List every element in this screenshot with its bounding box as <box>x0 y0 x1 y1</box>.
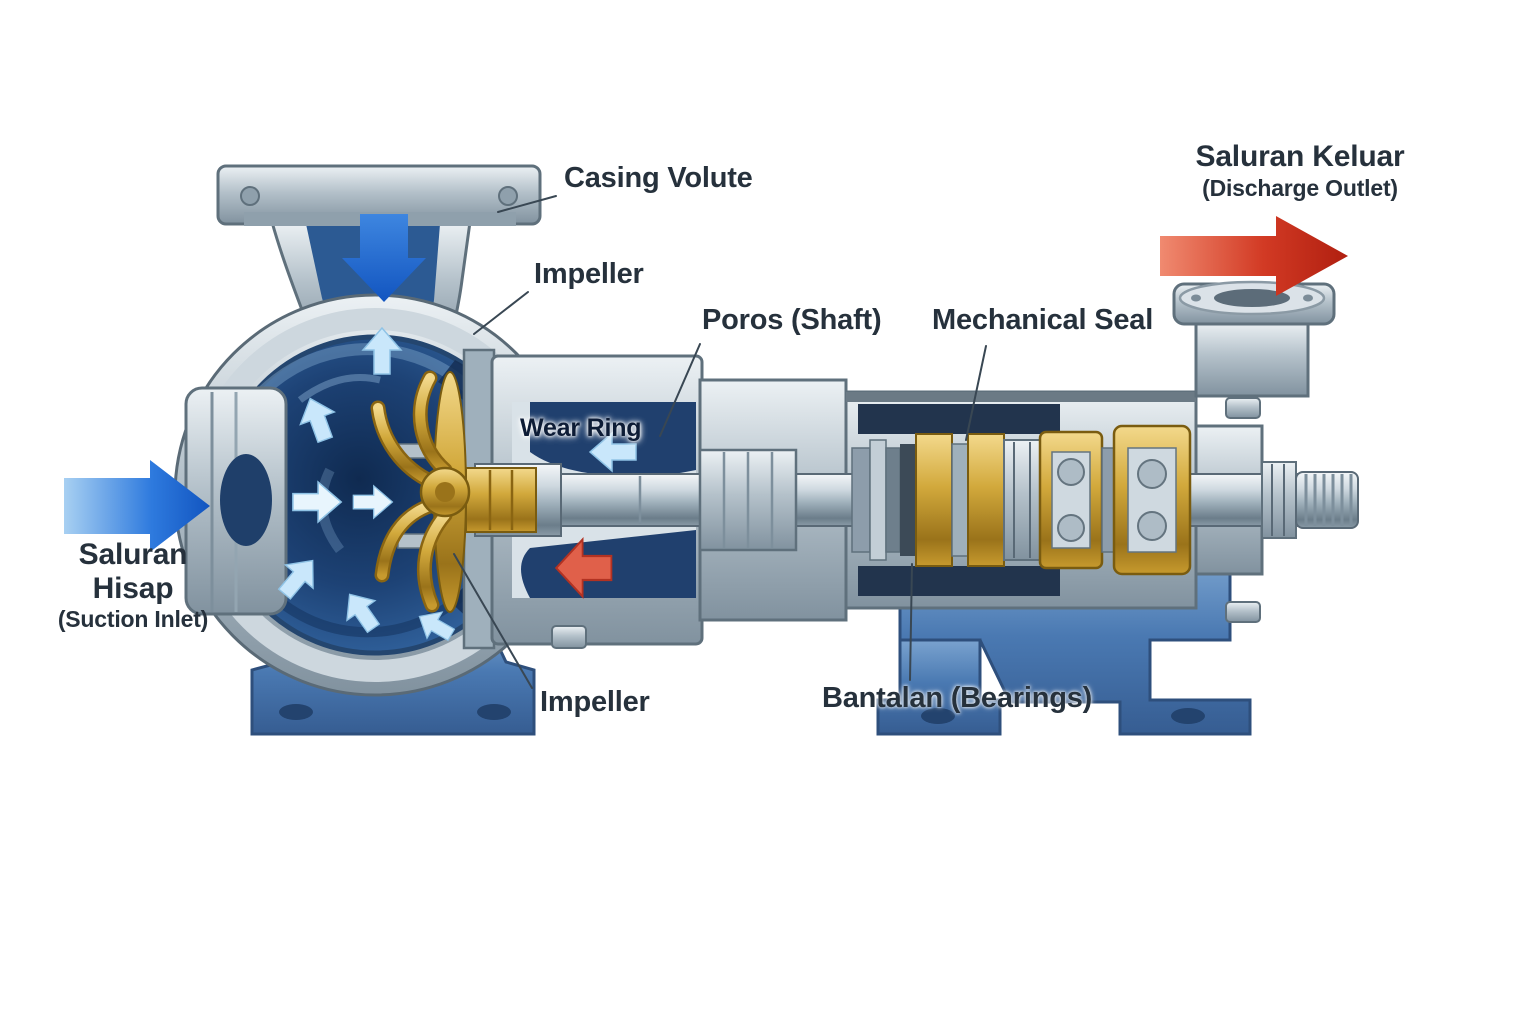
spline-ridges <box>1304 474 1353 526</box>
inlet-down-arrow <box>342 214 426 302</box>
label-suction-inlet: Saluran Hisap (Suction Inlet) <box>18 538 248 633</box>
mechanical-seal-rings <box>915 433 1041 567</box>
label-impeller-bottom: Impeller <box>540 686 650 718</box>
label-wear-ring: Wear Ring <box>520 414 642 442</box>
discharge-outlet-flange <box>1172 280 1336 398</box>
bearing-right <box>1112 424 1192 576</box>
impeller <box>370 370 537 613</box>
label-casing-volute: Casing Volute <box>564 162 753 194</box>
label-impeller-top: Impeller <box>534 258 644 290</box>
bearing-left <box>1038 430 1104 570</box>
discharge-flow-arrow <box>1160 216 1348 296</box>
label-suction-line1: Saluran <box>78 538 188 571</box>
label-discharge-line2: (Discharge Outlet) <box>1202 174 1398 201</box>
label-suction-line2: Hisap <box>92 571 174 605</box>
suction-flow-arrow <box>64 460 210 552</box>
label-shaft: Poros (Shaft) <box>702 304 882 336</box>
label-bearings: Bantalan (Bearings) <box>822 682 1093 714</box>
label-discharge-outlet: Saluran Keluar (Discharge Outlet) <box>1120 140 1480 201</box>
label-suction-line3: (Suction Inlet) <box>57 606 209 633</box>
leader-lines <box>453 195 987 689</box>
label-mechanical-seal: Mechanical Seal <box>932 304 1154 336</box>
suction-inlet-flange <box>184 386 288 616</box>
label-discharge-line1: Saluran Keluar <box>1195 140 1405 173</box>
